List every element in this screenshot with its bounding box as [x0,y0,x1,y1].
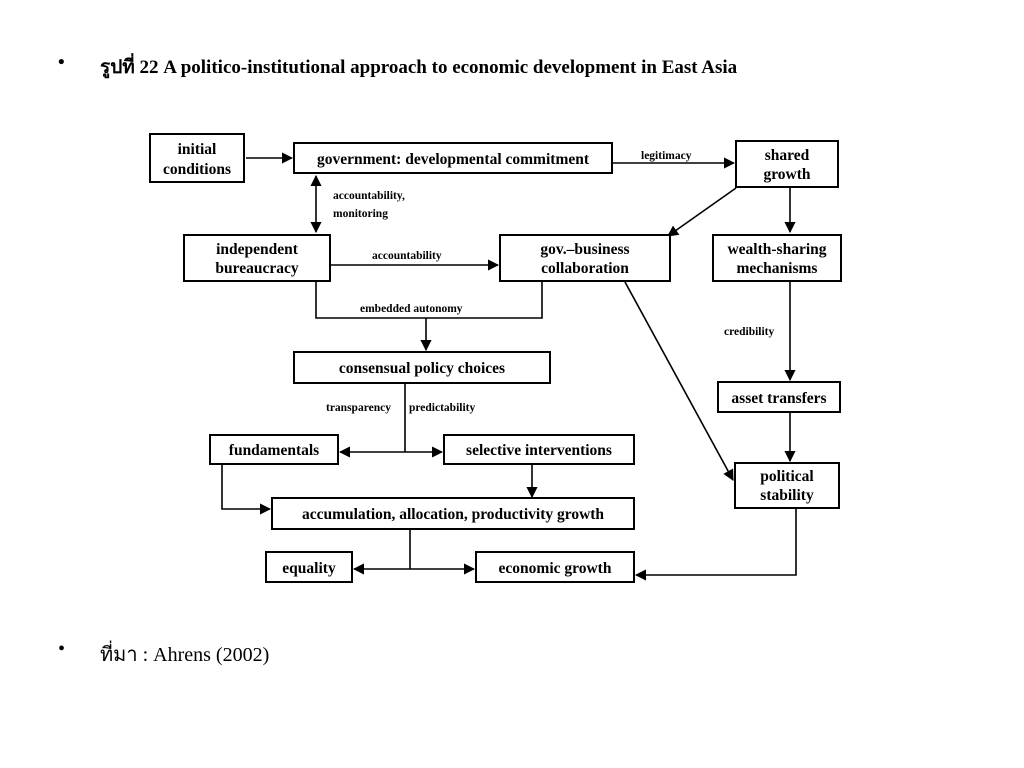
box-asset-transfers: asset transfers [717,381,841,413]
box-government-commitment: government: developmental commitment [293,142,613,174]
source-text: ที่มา : Ahrens (2002) [100,644,270,666]
svg-text:initial: initial [178,141,217,158]
svg-text:selective interventions: selective interventions [466,442,612,459]
svg-text:government: developmental comm: government: developmental commitment [317,151,590,168]
bullet-point: • [58,638,66,660]
label-predictability: predictability [409,402,475,414]
svg-text:shared: shared [765,147,810,164]
svg-text:political: political [760,468,814,485]
svg-text:collaboration: collaboration [541,260,629,277]
bullet-point: • [58,52,65,73]
label-legitimacy: legitimacy [641,150,692,162]
label-accountability-monitoring-1: accountability, [333,190,405,202]
box-fundamentals: fundamentals [209,434,339,465]
box-independent-bureaucracy: independent bureaucracy [183,234,331,282]
svg-text:conditions: conditions [163,161,231,178]
arrow-stability-to-growth [634,508,797,581]
label-credibility: credibility [724,326,775,338]
svg-text:mechanisms: mechanisms [737,260,818,277]
svg-text:independent: independent [216,241,299,258]
svg-text:growth: growth [763,166,810,183]
figure-title: รูปที่ 22 A politico-institutional appro… [100,57,738,78]
label-accountability-monitoring-2: monitoring [333,208,388,220]
arrow-fundamentals-to-accumulation [221,465,272,515]
box-equality: equality [265,551,353,583]
connectors [221,152,797,581]
box-gov-business-collaboration: gov.–business collaboration [499,234,671,282]
arrow-shared-to-govbusiness [667,187,737,237]
svg-text:bureaucracy: bureaucracy [215,260,298,277]
box-selective-interventions: selective interventions [443,434,635,465]
label-embedded-autonomy: embedded autonomy [360,303,463,315]
box-wealth-sharing-mechanisms: wealth-sharing mechanisms [712,234,842,282]
svg-text:wealth-sharing: wealth-sharing [727,241,826,258]
svg-text:asset transfers: asset transfers [731,390,826,407]
edge-labels: legitimacy accountability, monitoring ac… [326,150,775,414]
svg-text:accumulation, allocation, prod: accumulation, allocation, productivity g… [302,506,604,523]
svg-text:gov.–business: gov.–business [540,241,629,258]
box-economic-growth: economic growth [475,551,635,583]
svg-text:equality: equality [282,560,336,577]
box-initial-conditions: initial conditions [149,133,245,183]
label-transparency: transparency [326,402,391,414]
arrow-govbusiness-to-stability [624,281,734,481]
svg-text:fundamentals: fundamentals [229,442,319,459]
svg-text:economic growth: economic growth [499,560,612,577]
box-political-stability: political stability [734,462,840,509]
svg-text:consensual policy choices: consensual policy choices [339,360,505,377]
box-consensual-policy-choices: consensual policy choices [293,351,551,384]
label-accountability: accountability [372,250,442,262]
box-shared-growth: shared growth [735,140,839,188]
box-accumulation-allocation-growth: accumulation, allocation, productivity g… [271,497,635,530]
embedded-autonomy-connector [315,282,543,319]
svg-text:stability: stability [760,487,814,504]
